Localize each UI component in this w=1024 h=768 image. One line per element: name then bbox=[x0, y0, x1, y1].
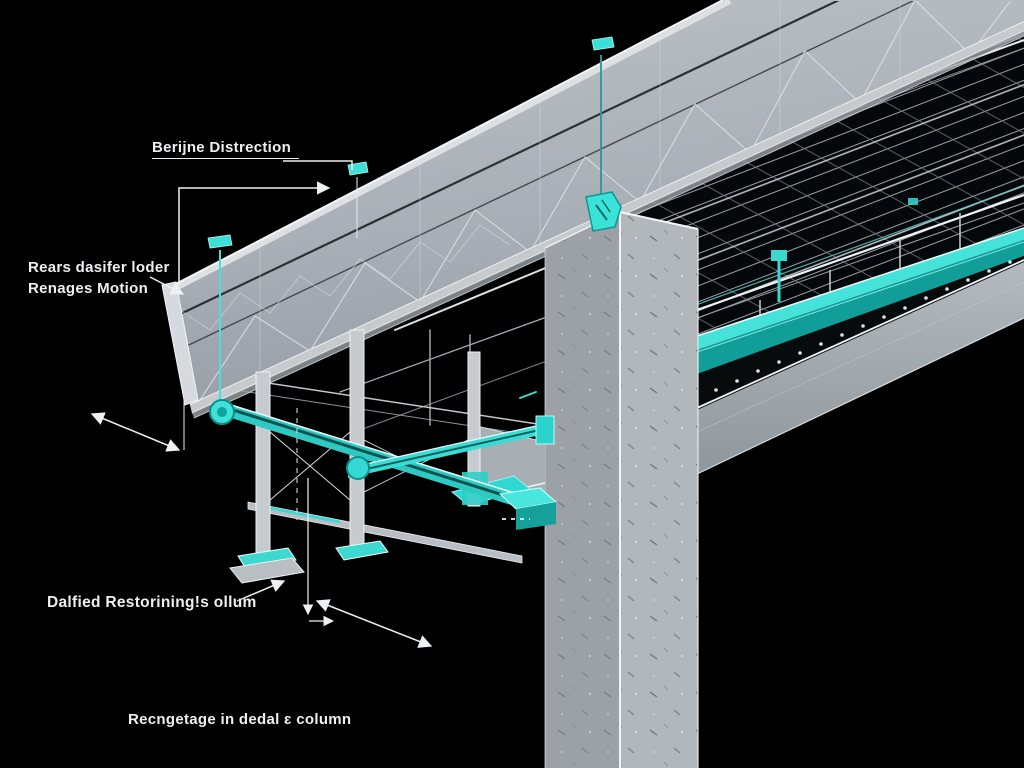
hanger-callout-line2: Renages Motion bbox=[28, 280, 149, 297]
hanger-rods bbox=[207, 36, 615, 402]
post-1 bbox=[255, 371, 271, 557]
annotations bbox=[90, 160, 433, 648]
hanger-callout-line1: Rears dasifer loder bbox=[28, 259, 170, 276]
beam-column-joint bbox=[535, 415, 555, 445]
leader-base-callout bbox=[236, 579, 286, 602]
hanger-callout-label: Rears dasifer loder Renages Motion bbox=[28, 257, 170, 299]
hanger-cap-column bbox=[591, 36, 615, 51]
column-note-label: Recngetage in dedal ɛ column bbox=[128, 711, 352, 728]
cyan-footing-block bbox=[498, 487, 558, 530]
base-plate-1 bbox=[229, 547, 305, 584]
hanger-cap-mid bbox=[347, 161, 369, 176]
stud-markers bbox=[714, 260, 1012, 392]
concrete-column bbox=[544, 191, 699, 768]
base-plate-callout-label: Dalfied Restorining!s ollum bbox=[47, 594, 257, 611]
beam-clamp bbox=[346, 456, 370, 480]
leader-beam-callout bbox=[283, 160, 353, 170]
beam-callout-label: Berijne Distrection bbox=[152, 139, 300, 159]
concrete-slab-edge bbox=[697, 262, 1024, 474]
leader-left-callout bbox=[149, 276, 185, 295]
deck-band bbox=[697, 240, 1024, 374]
post-3 bbox=[467, 351, 481, 507]
column-bracket bbox=[585, 191, 622, 232]
deck-and-slab-bands bbox=[696, 227, 1024, 475]
leader-elbow-arrow bbox=[178, 181, 331, 285]
truss-lattice bbox=[199, 1, 1016, 401]
support-frame bbox=[209, 329, 558, 584]
dimension-span bbox=[90, 412, 181, 452]
hanger-cap-left bbox=[207, 234, 233, 249]
dimension-diagonal bbox=[315, 599, 433, 648]
base-plate-2 bbox=[335, 540, 389, 561]
post-2 bbox=[349, 329, 365, 549]
highlighted-edge-beam bbox=[697, 228, 1024, 350]
